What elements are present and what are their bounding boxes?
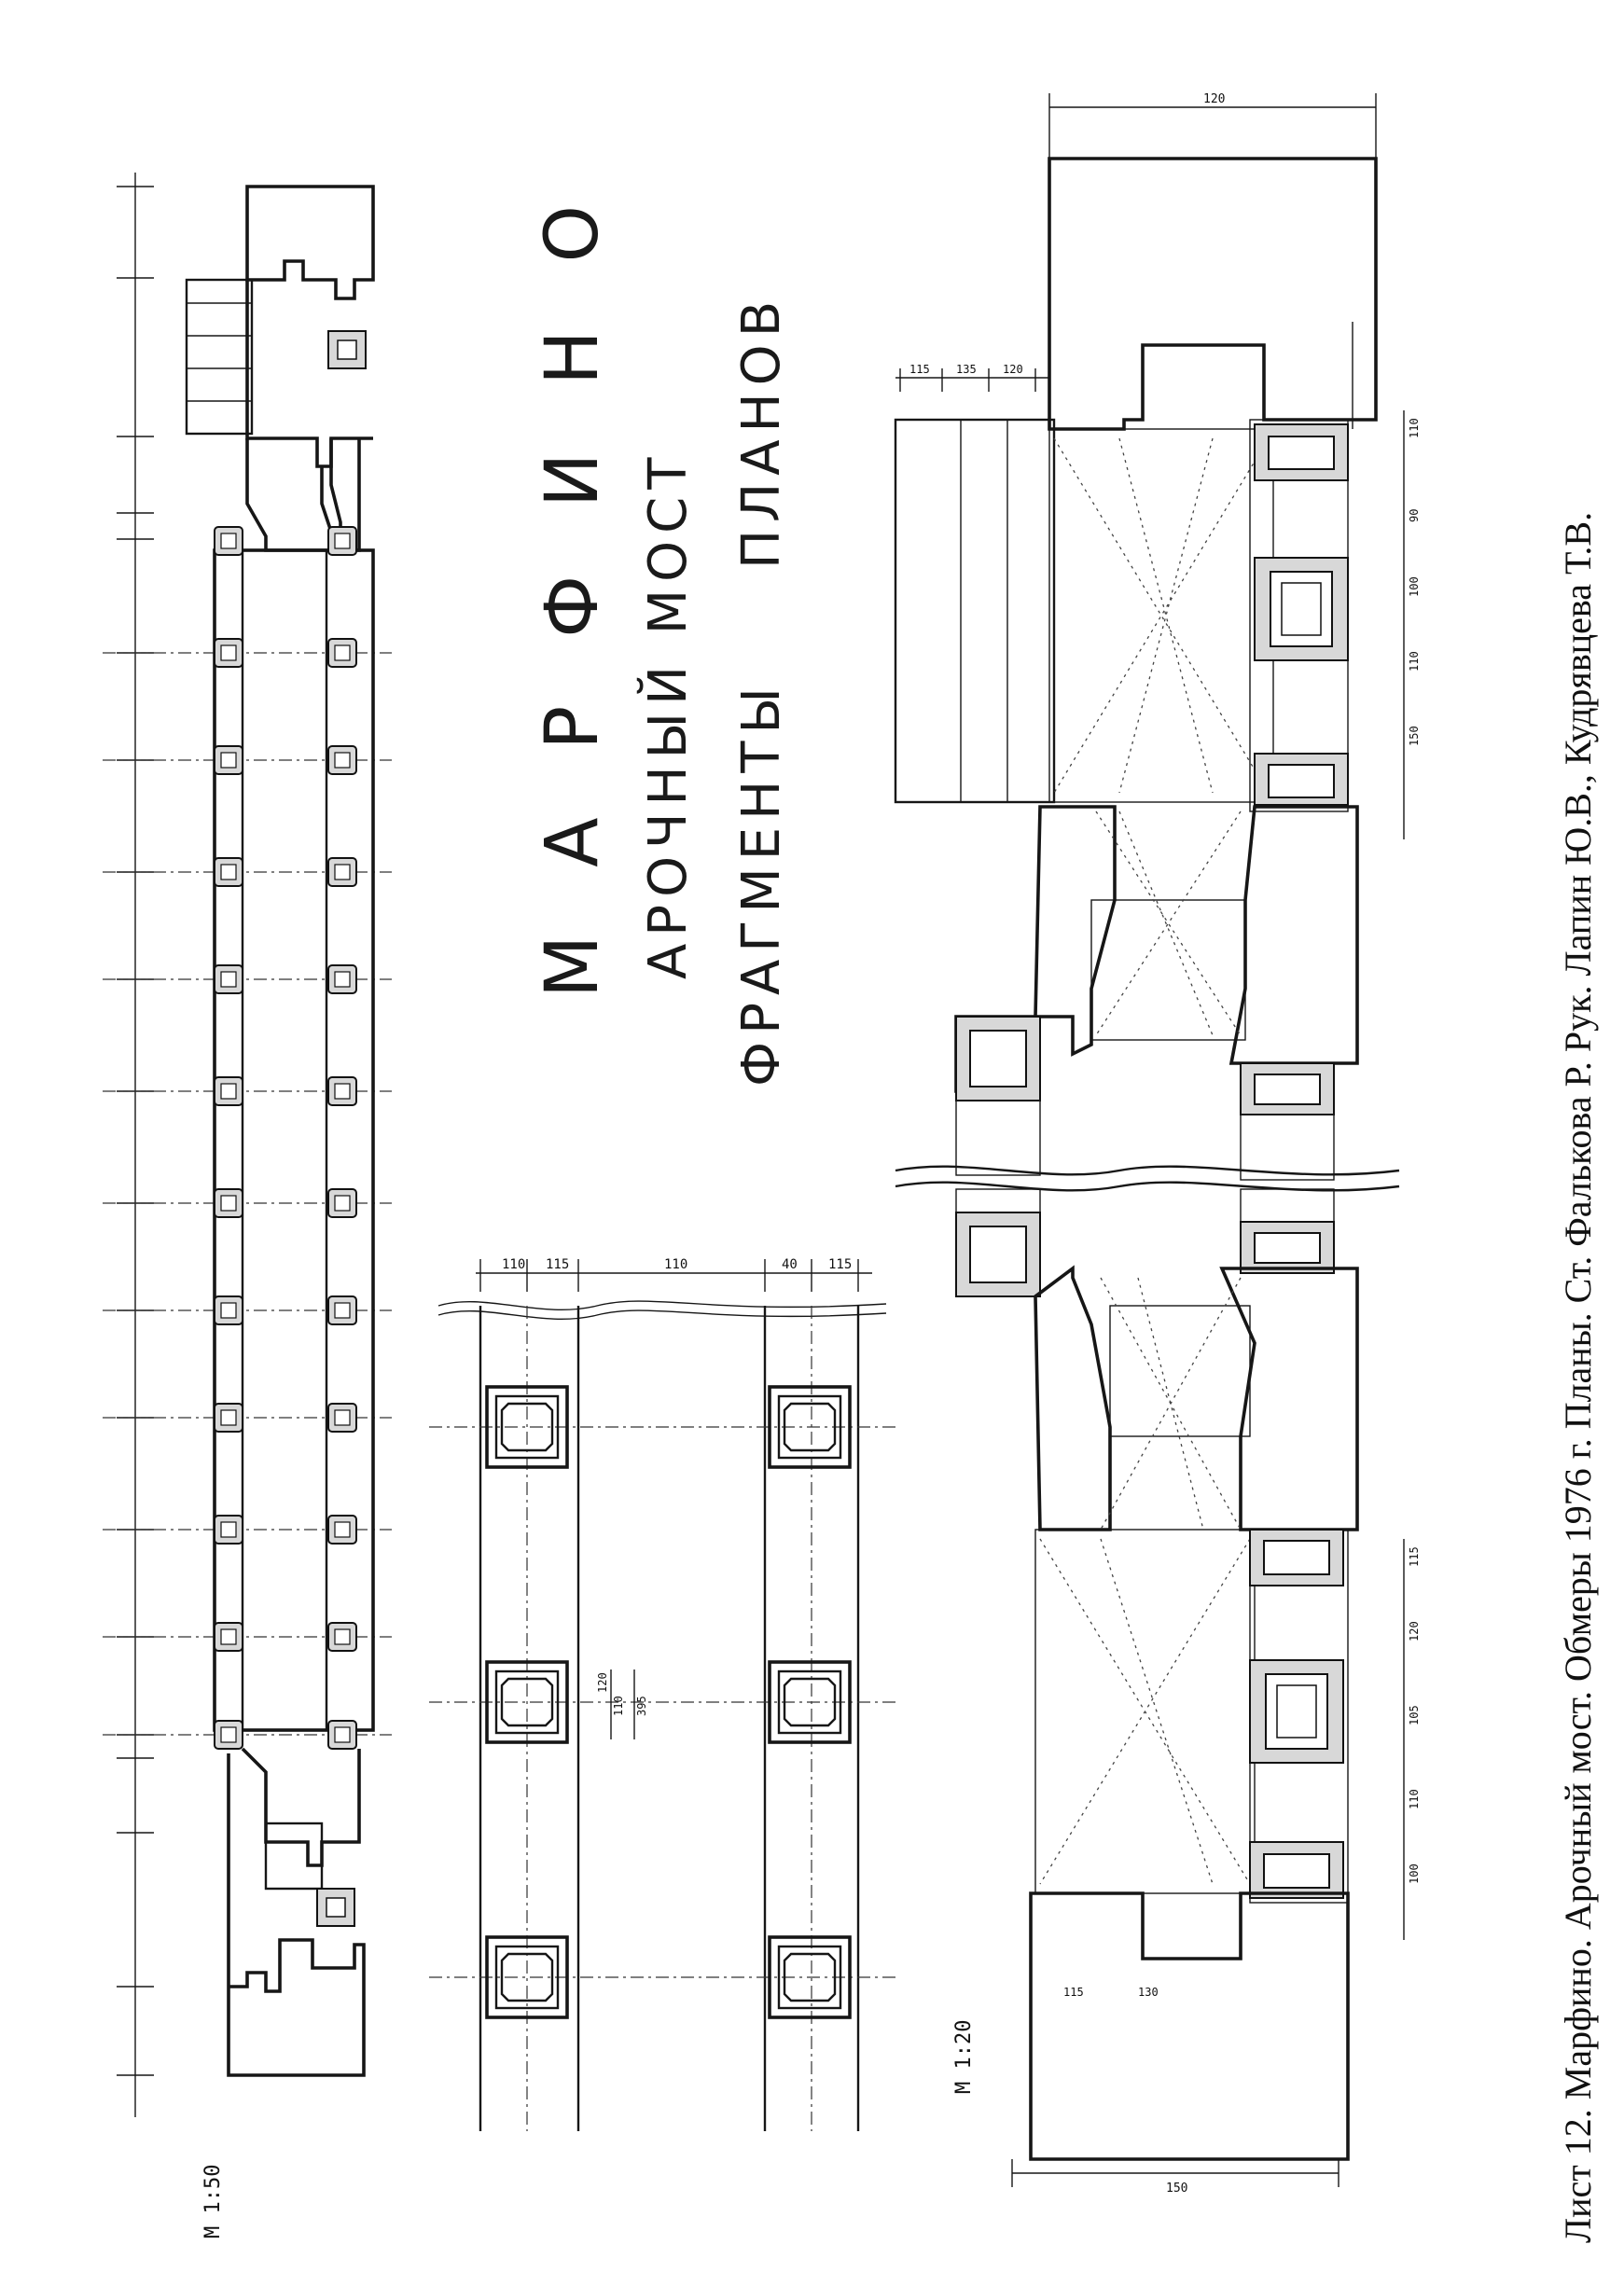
svg-text:120: 120 (1408, 1621, 1421, 1642)
title-main: М А Р Ф И Н О (531, 183, 615, 998)
svg-text:100: 100 (1408, 576, 1421, 597)
svg-text:115: 115 (909, 363, 930, 376)
detail-dim-4: 40 (782, 1257, 798, 1272)
svg-text:135: 135 (956, 363, 977, 376)
fragment-plan: 120 150 115 135 120 110 90 100 110 150 1… (894, 92, 1421, 2196)
scale-label-detail: М 1:20 (952, 2020, 976, 2094)
detail-dim-3: 110 (664, 1257, 687, 1272)
title-sub-plans: ПЛАНОВ (731, 294, 792, 569)
svg-text:130: 130 (1138, 1986, 1159, 1999)
detail-plan: 110 115 110 40 115 (429, 1257, 976, 2131)
detail-dim-5: 115 (828, 1257, 852, 1272)
svg-text:100: 100 (1408, 1863, 1421, 1884)
svg-text:150: 150 (1408, 726, 1421, 746)
detail-dim-6: 120 (596, 1672, 609, 1693)
detail-dim-1: 110 (502, 1257, 525, 1272)
svg-text:110: 110 (1408, 418, 1421, 438)
svg-text:120: 120 (1003, 363, 1023, 376)
svg-text:115: 115 (1063, 1986, 1084, 1999)
svg-text:105: 105 (1408, 1705, 1421, 1725)
svg-text:110: 110 (1408, 651, 1421, 672)
svg-text:110: 110 (1408, 1789, 1421, 1809)
title-sub-arch-bridge: АРОЧНЫЙ МОСТ (637, 450, 699, 979)
sheet-caption: Лист 12. Марфино. Арочный мост. Обмеры 1… (1557, 512, 1599, 2243)
title-sub-fragments: ФРАГМЕНТЫ (731, 680, 792, 1087)
svg-text:115: 115 (1408, 1546, 1421, 1567)
detail-columns (485, 1385, 852, 2019)
svg-text:90: 90 (1408, 509, 1421, 522)
fragment-columns-bottom (1249, 1529, 1344, 1899)
svg-text:150: 150 (1166, 2182, 1187, 2196)
detail-dim-2: 115 (546, 1257, 569, 1272)
detail-dim-7: 110 (612, 1696, 625, 1716)
svg-text:120: 120 (1203, 92, 1225, 106)
fragment-columns-top (1254, 423, 1349, 806)
overall-plan: М 1:50 (103, 173, 392, 2238)
scale-label-overall: М 1:50 (201, 2165, 225, 2238)
title-block: М А Р Ф И Н О АРОЧНЫЙ МОСТ ФРАГМЕНТЫ ПЛА… (531, 183, 792, 1087)
fragment-dims: 120 150 115 135 120 110 90 100 110 150 1… (909, 92, 1421, 2196)
detail-dim-8: 395 (635, 1696, 648, 1716)
